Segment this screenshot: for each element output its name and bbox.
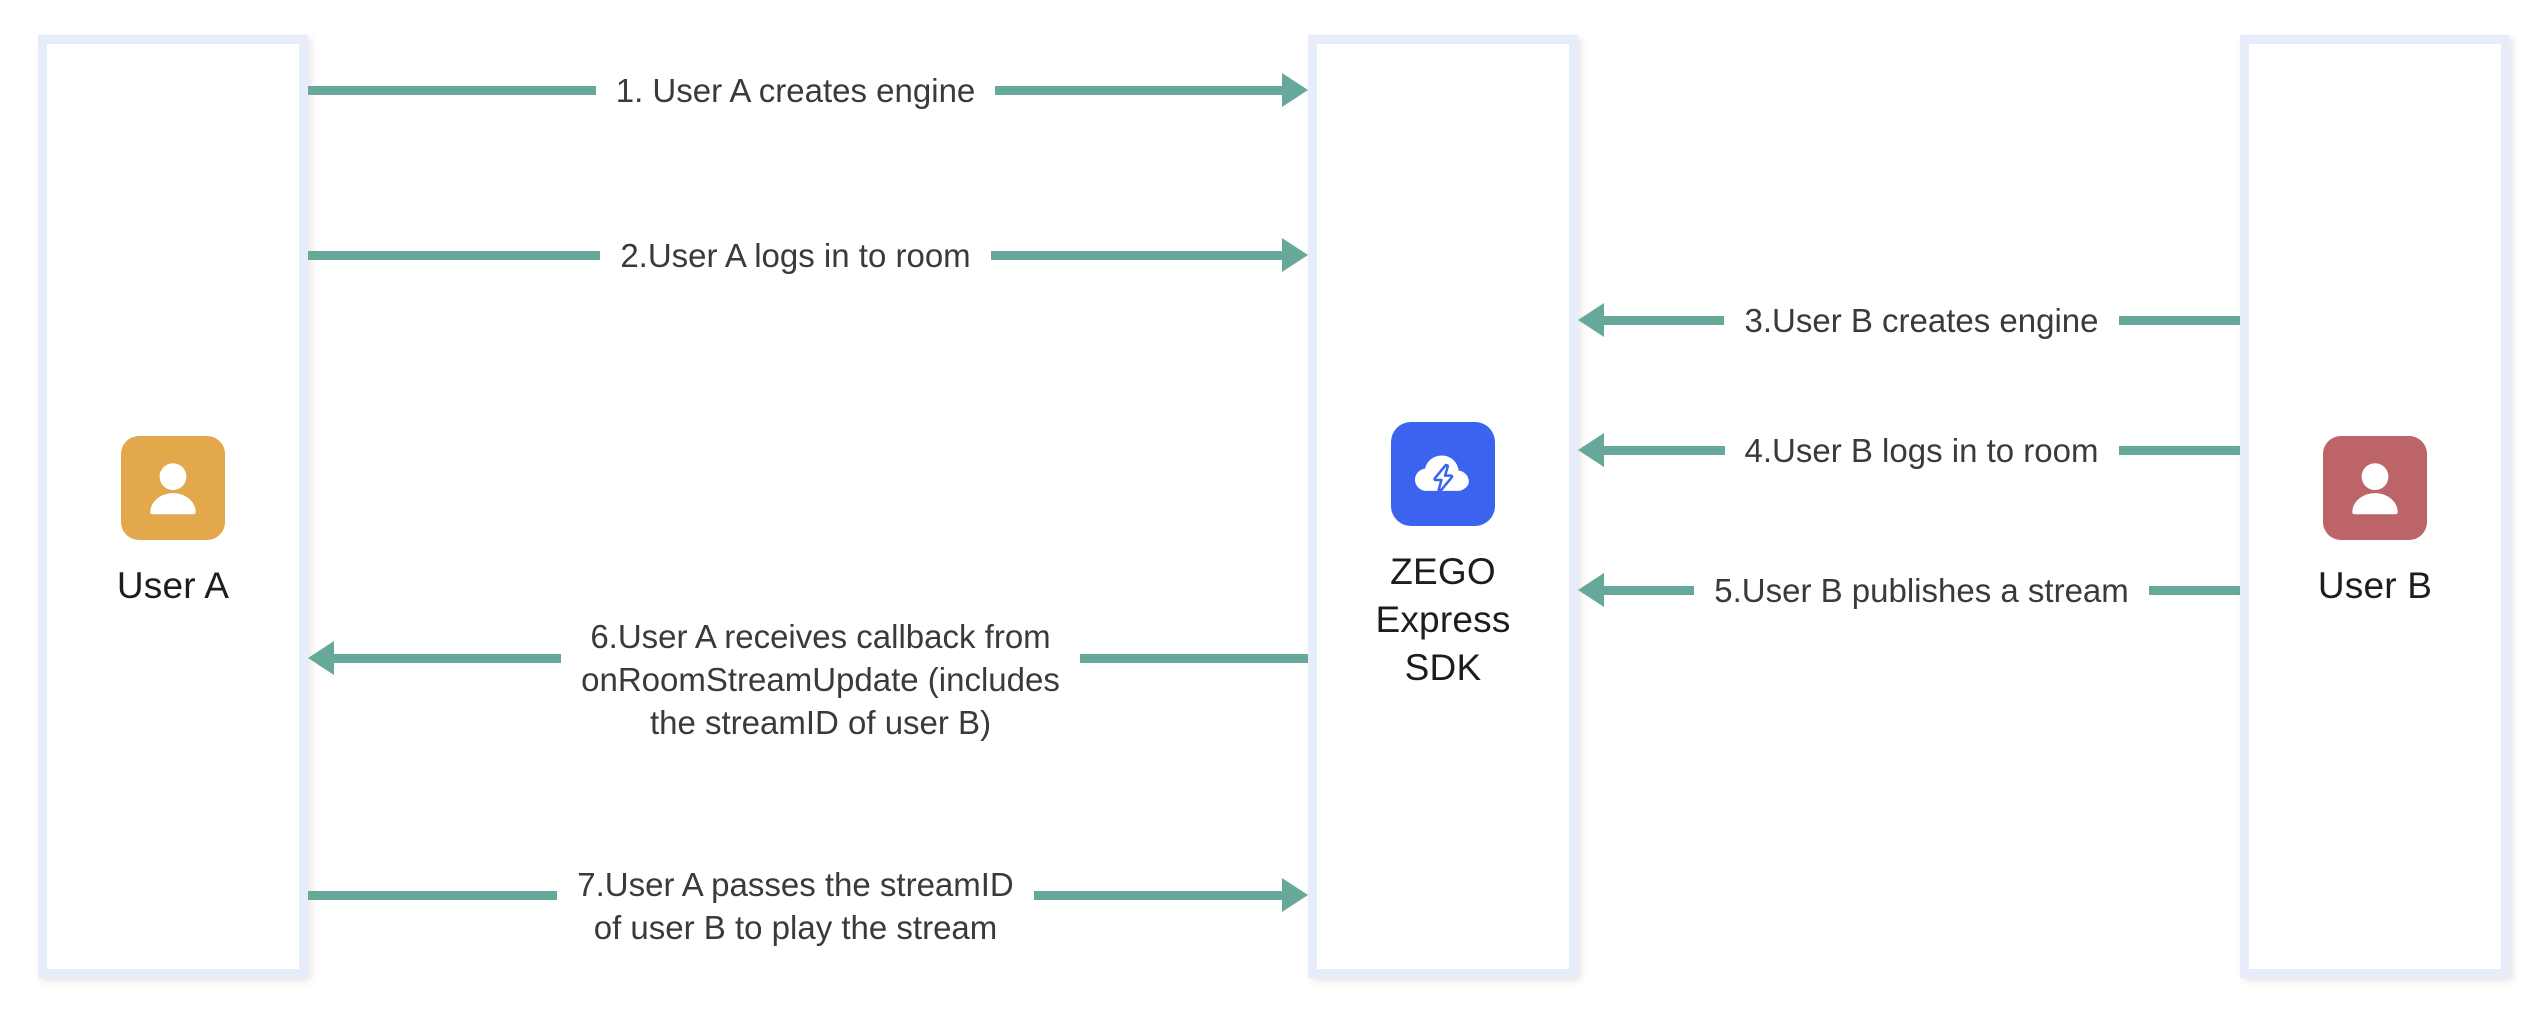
arrowhead-right-icon — [1282, 878, 1308, 912]
arrow-5-line-1: 5.User B publishes a stream — [1714, 571, 2129, 609]
person-avatar-icon — [2323, 436, 2427, 540]
node-label-user-b: User B — [2317, 565, 2433, 606]
arrowhead-right-icon — [1282, 73, 1308, 107]
arrow-line-segment — [1603, 445, 1725, 455]
arrow-7-line-2: of user B to play the stream — [593, 908, 998, 946]
node-label-user-a: User A — [116, 565, 230, 606]
zego-label-line-3: SDK — [1404, 647, 1482, 688]
arrow-line-segment — [995, 85, 1283, 95]
arrow-6-line-1: 6.User A receives callback from — [590, 617, 1051, 655]
lifeline-box-user-b: User B — [2240, 35, 2510, 978]
arrow-line-segment — [2148, 585, 2241, 595]
arrow-line-segment — [1603, 315, 1725, 325]
node-label-zego-sdk: ZEGO Express SDK — [1343, 548, 1543, 692]
arrow-2-line-1: 2.User A logs in to room — [620, 236, 971, 274]
zego-cloud-lightning-logo — [1391, 422, 1495, 526]
node-zego-sdk: ZEGO Express SDK — [1317, 422, 1569, 692]
lifeline-box-user-a: User A — [38, 35, 308, 978]
zego-label-line-2: Express — [1375, 599, 1511, 640]
arrow-3-line-1: 3.User B creates engine — [1744, 301, 2099, 339]
zego-label-line-1: ZEGO — [1390, 551, 1496, 592]
arrow-6-line-2: onRoomStreamUpdate (includes — [581, 660, 1060, 698]
arrow-5-label: 5.User B publishes a stream — [1694, 569, 2149, 612]
arrow-6-label: 6.User A receives callback from onRoomSt… — [561, 615, 1080, 744]
arrow-4-line-1: 4.User B logs in to room — [1744, 431, 2099, 469]
arrowhead-left-icon — [1578, 303, 1604, 337]
arrow-line-segment — [308, 250, 601, 260]
arrow-3-label: 3.User B creates engine — [1724, 299, 2118, 342]
lifeline-box-zego-sdk: ZEGO Express SDK — [1308, 35, 1578, 978]
arrow-6-line-3: the streamID of user B) — [649, 703, 992, 741]
arrow-7-label: 7.User A passes the streamID of user B t… — [557, 863, 1034, 949]
arrowhead-left-icon — [1578, 573, 1604, 607]
node-user-b: User B — [2249, 436, 2501, 610]
node-user-a: User A — [47, 436, 299, 610]
arrow-line-segment — [1603, 585, 1695, 595]
arrow-7-line-1: 7.User A passes the streamID — [577, 865, 1014, 903]
arrow-line-segment — [1079, 653, 1308, 663]
arrowhead-left-icon — [308, 641, 334, 675]
arrow-1-label: 1. User A creates engine — [596, 69, 996, 112]
arrow-4-label: 4.User B logs in to room — [1725, 429, 2119, 472]
person-avatar-icon — [121, 436, 225, 540]
arrow-line-segment — [333, 653, 562, 663]
arrow-line-segment — [990, 250, 1283, 260]
arrow-2-label: 2.User A logs in to room — [600, 234, 990, 277]
arrow-line-segment — [1033, 890, 1283, 900]
arrow-line-segment — [308, 85, 596, 95]
arrow-line-segment — [2118, 445, 2241, 455]
arrow-line-segment — [2118, 315, 2240, 325]
arrowhead-right-icon — [1282, 238, 1308, 272]
arrow-1-line-1: 1. User A creates engine — [615, 71, 976, 109]
arrow-line-segment — [308, 890, 558, 900]
arrowhead-left-icon — [1578, 433, 1604, 467]
